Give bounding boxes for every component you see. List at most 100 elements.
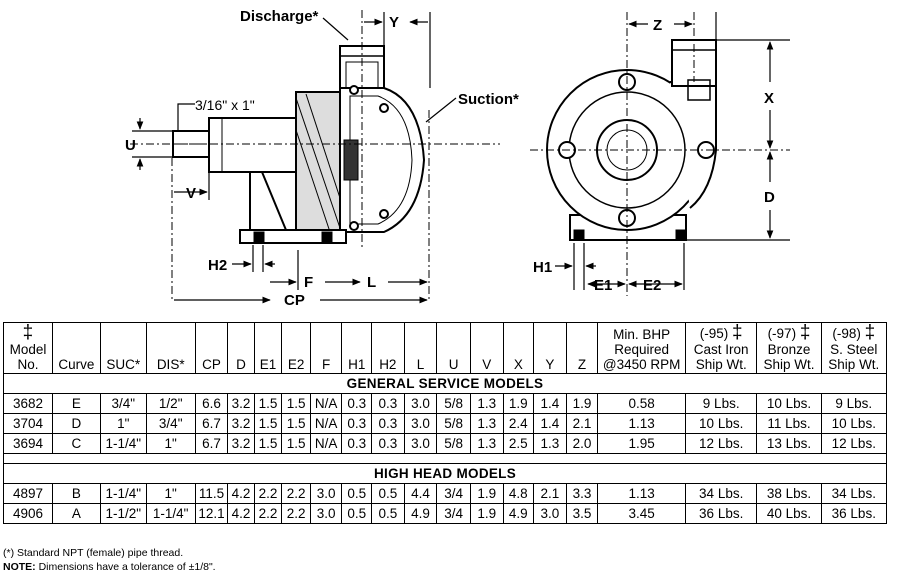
side-view — [172, 45, 426, 244]
table-cell: 2.1 — [533, 483, 567, 504]
table-cell: 1" — [145, 483, 196, 504]
table-cell: 6.7 — [194, 413, 229, 434]
table-cell: 3/4" — [99, 393, 147, 414]
table-cell: 1-1/2" — [99, 503, 147, 524]
column-header-line: Z — [577, 357, 587, 372]
dim-l-label: L — [367, 274, 376, 291]
table-cell: 12 Lbs. — [820, 433, 888, 454]
column-header-line: F — [322, 357, 331, 372]
column-header: F — [309, 322, 343, 374]
tolerance-note: NOTE: Dimensions have a tolerance of ±1/… — [3, 560, 216, 574]
column-header-line: Bronze — [767, 342, 811, 357]
column-header-line: H1 — [348, 357, 366, 372]
column-code: (-98) — [832, 326, 861, 341]
table-cell: 4.4 — [403, 483, 438, 504]
column-header: DIS* — [145, 322, 196, 374]
table-cell: 3694 — [3, 433, 53, 454]
table-cell: N/A — [309, 393, 343, 414]
table-cell: 2.0 — [565, 433, 599, 454]
table-cell: 3.2 — [227, 433, 255, 454]
table-cell: 3/4 — [436, 483, 471, 504]
table-cell: 12.1 — [194, 503, 229, 524]
column-header-line: S. Steel — [830, 342, 878, 357]
table-cell: 1.5 — [253, 413, 283, 434]
table-cell: 1" — [99, 413, 147, 434]
table-cell: 1.95 — [597, 433, 687, 454]
table-cell: 0.5 — [341, 503, 373, 524]
column-header-line: Min. BHP — [613, 327, 671, 342]
footnote: (*) Standard NPT (female) pipe thread. — [3, 547, 184, 559]
pump-dimension-drawing: Discharge* Suction* 3/16" x 1" Y U V H2 … — [125, 8, 790, 309]
table-cell: 0.3 — [371, 393, 405, 414]
table-cell: 11 Lbs. — [756, 413, 822, 434]
dagger-mark: ‡ — [864, 322, 876, 343]
table-cell: 0.5 — [371, 483, 405, 504]
section-spacer — [3, 453, 887, 464]
dim-v-label: V — [186, 185, 196, 202]
shaft-key-label: 3/16" x 1" — [195, 97, 255, 113]
note-label: NOTE: — [3, 561, 36, 573]
table-cell: 5/8 — [436, 413, 471, 434]
table-cell: 4897 — [3, 483, 53, 504]
table-cell: 1.9 — [565, 393, 599, 414]
dagger-mark: ‡ — [22, 322, 34, 343]
table-cell: 0.5 — [341, 483, 373, 504]
column-header-line: @3450 RPM — [602, 357, 681, 372]
table-cell: 1.3 — [469, 413, 504, 434]
table-cell: 6.7 — [194, 433, 229, 454]
table-cell: 5/8 — [436, 433, 471, 454]
column-header: U — [436, 322, 471, 374]
section-header-row: GENERAL SERVICE MODELS — [3, 373, 887, 394]
table-cell: 1.4 — [533, 413, 567, 434]
dim-z-label: Z — [653, 17, 662, 34]
dagger-mark: ‡ — [799, 322, 811, 343]
column-header-line: H2 — [379, 357, 397, 372]
table-cell: 38 Lbs. — [756, 483, 822, 504]
table-cell: 3.0 — [309, 483, 343, 504]
table-cell: 1-1/4" — [145, 503, 196, 524]
table-cell: 0.3 — [371, 413, 405, 434]
column-header: CP — [194, 322, 229, 374]
table-cell: 1/2" — [145, 393, 196, 414]
table-cell: 9 Lbs. — [820, 393, 888, 414]
column-code: (-97) — [767, 326, 797, 341]
dim-d-label: D — [764, 189, 775, 206]
table-cell: 2.2 — [281, 483, 311, 504]
table-cell: 3.45 — [597, 503, 687, 524]
table-cell: 3.0 — [403, 433, 438, 454]
table-cell: 1.5 — [253, 433, 283, 454]
table-cell: N/A — [309, 433, 343, 454]
notes: (*) Standard NPT (female) pipe thread. N… — [3, 546, 216, 574]
column-header-line: Model — [9, 342, 47, 357]
table-cell: 10 Lbs. — [820, 413, 888, 434]
table-cell: 3.3 — [565, 483, 599, 504]
section-header-row: HIGH HEAD MODELS — [3, 463, 887, 484]
table-cell: 1.9 — [502, 393, 535, 414]
column-header: SUC* — [99, 322, 147, 374]
table-cell: 0.3 — [341, 393, 373, 414]
table-cell: 1.3 — [469, 393, 504, 414]
table-cell: 1.5 — [281, 393, 311, 414]
spacer-cell — [3, 453, 887, 464]
section-title: HIGH HEAD MODELS — [3, 463, 887, 484]
table-cell: N/A — [309, 413, 343, 434]
table-cell: 4906 — [3, 503, 53, 524]
table-cell: 36 Lbs. — [820, 503, 888, 524]
table-cell: 10 Lbs. — [756, 393, 822, 414]
table-cell: 4.2 — [227, 483, 255, 504]
column-header-line: No. — [17, 357, 39, 372]
column-header-line: DIS* — [156, 357, 185, 372]
column-header-line: L — [416, 357, 425, 372]
table-cell: 1.13 — [597, 413, 687, 434]
table-cell: A — [51, 503, 101, 524]
table-cell: 1.3 — [533, 433, 567, 454]
column-code: (-95) — [699, 326, 729, 341]
table-cell: 3.0 — [309, 503, 343, 524]
table-cell: 1.3 — [469, 433, 504, 454]
table-cell: 36 Lbs. — [685, 503, 758, 524]
